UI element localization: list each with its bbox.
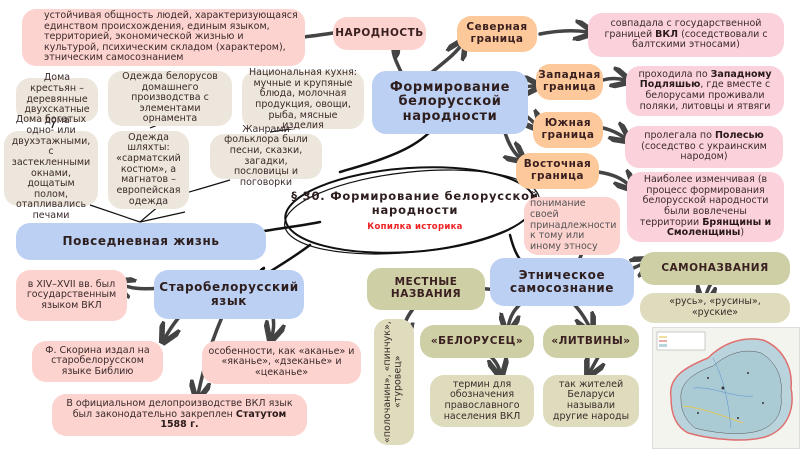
language-fact-text: особенности, как «аканье» и «яканье», «д… [208, 345, 355, 378]
language-statute-text: В официальном делопроизводстве ВКЛ язык … [58, 398, 301, 431]
ethnic-definition-text: понимание своей принадлежности к тому ил… [530, 198, 617, 252]
belorusets-text: термин для обозначения православного нас… [430, 375, 534, 427]
ethnic-node[interactable]: Этническое самосознание [490, 258, 634, 306]
text-part: совпадала с государственной границей [604, 18, 762, 40]
center-title: § 30. Формирование белорусской народност… [291, 189, 539, 217]
text-part: В официальном делопроизводстве ВКЛ язык … [66, 398, 293, 420]
language-node[interactable]: Старобелорусский язык [154, 270, 304, 319]
text-bold: ВКЛ [655, 28, 679, 40]
self-names-label-text: САМОНАЗВАНИЯ [661, 261, 769, 274]
text-part: Наиболее изменчивая (в процесс формирова… [639, 174, 769, 228]
text-part: проходила по [638, 68, 711, 80]
border-east-label-text: Восточная граница [523, 158, 592, 182]
self-names-label[interactable]: САМОНАЗВАНИЯ [640, 252, 790, 285]
narodnost-definition: устойчивая общность людей, характеризующ… [22, 9, 305, 66]
language-fact-state: в XIV–XVII вв. был государственным языко… [16, 270, 127, 321]
daily-item-text: Одежда белорусов домашнего производства … [122, 70, 218, 125]
border-south-text: пролегала по Полесью (соседство с украин… [625, 126, 783, 168]
local-names-label[interactable]: МЕСТНЫЕ НАЗВАНИЯ [367, 268, 485, 310]
daily-life-node[interactable]: Повседневная жизнь [16, 223, 266, 260]
daily-item-text: Национальная кухня: мучные и крупяные бл… [249, 67, 357, 132]
belarus-map-image [652, 327, 800, 449]
border-north-text: совпадала с государственной границей ВКЛ… [588, 13, 784, 57]
daily-item-cuisine: Национальная кухня: мучные и крупяные бл… [242, 67, 364, 132]
text-bold: Полесью [714, 130, 764, 142]
formation-label: Формирование белорусской народности [389, 79, 511, 124]
self-names: «русь», «русины», «руские» [640, 293, 790, 323]
text-part: пролегала по [644, 130, 715, 142]
local-names-label-text: МЕСТНЫЕ НАЗВАНИЯ [390, 276, 462, 300]
daily-item-belarus-clothing: Одежда белорусов домашнего производства … [108, 71, 232, 126]
border-west-text: проходила по Западному Подляшью, где вме… [626, 66, 784, 116]
border-north-desc: совпадала с государственной границей ВКЛ… [594, 18, 778, 51]
litviny-text: так жителей Беларуси называли другие нар… [543, 375, 639, 427]
narodnost-label-text: НАРОДНОСТЬ [335, 26, 424, 39]
language-fact-text: в XIV–XVII вв. был государственным языко… [26, 278, 117, 311]
text-part: (соседство с украинским народом) [641, 140, 767, 163]
language-fact-skorina: Ф. Скорина издал на старобелорусском язы… [32, 341, 163, 382]
ethnic-definition: понимание своей принадлежности к тому ил… [524, 197, 620, 255]
border-north-label[interactable]: Северная граница [457, 16, 537, 52]
border-east-desc: Наиболее изменчивая (в процесс формирова… [633, 174, 778, 239]
center-subtitle: Копилка историка [367, 222, 463, 232]
local-names: «полочанин», «пинчук», «туровец» [374, 319, 414, 445]
daily-life-label: Повседневная жизнь [62, 233, 220, 248]
daily-item-rich-houses: Дома богатых одно- или двухэтажными, с з… [4, 115, 98, 221]
belorusets-label-text: «БЕЛОРУСЕЦ» [430, 334, 524, 347]
narodnost-definition-text: устойчивая общность людей, характеризующ… [44, 9, 298, 64]
border-south-desc: пролегала по Полесью (соседство с украин… [631, 130, 777, 163]
local-names-text: «полочанин», «пинчук», «туровец» [382, 321, 404, 443]
formation-node[interactable]: Формирование белорусской народности [372, 71, 528, 134]
border-east-text: Наиболее изменчивая (в процесс формирова… [627, 172, 784, 242]
text-bold: Брянщины и Смоленщины [666, 216, 772, 239]
daily-item-folklore: Жанрами фольклора были песни, сказки, за… [210, 124, 322, 188]
border-west-label[interactable]: Западная граница [536, 64, 603, 100]
daily-item-text: Одежда шляхты: «сарматский костюм», а ма… [116, 131, 181, 207]
text-bold: Западному Подляшью [639, 68, 772, 91]
daily-item-text: Жанрами фольклора были песни, сказки, за… [224, 123, 308, 188]
litviny-label[interactable]: «ЛИТВИНЫ» [543, 325, 639, 358]
language-label: Старобелорусский язык [159, 280, 299, 308]
border-south-label[interactable]: Южная граница [533, 112, 603, 148]
litviny-label-text: «ЛИТВИНЫ» [551, 334, 631, 347]
self-names-text: «русь», «русины», «руские» [669, 296, 761, 318]
daily-item-szlachta-clothing: Одежда шляхты: «сарматский костюм», а ма… [108, 131, 189, 209]
language-fact-statute: В официальном делопроизводстве ВКЛ язык … [52, 394, 307, 436]
litviny-desc: так жителей Беларуси называли другие нар… [552, 378, 630, 422]
text-bold: Статутом 1588 г. [160, 408, 287, 431]
language-fact-text: Ф. Скорина издал на старобелорусском язы… [45, 344, 150, 377]
text-part: , где вместе с белорусами проживали поля… [639, 79, 771, 112]
belorusets-label[interactable]: «БЕЛОРУСЕЦ» [420, 325, 534, 358]
map-illustration [656, 331, 793, 441]
daily-item-text: Дома богатых одно- или двухэтажными, с з… [11, 114, 91, 221]
ethnic-label: Этническое самосознание [509, 267, 615, 295]
daily-item-text: Дома крестьян – деревянные двухскатные д… [24, 72, 90, 126]
border-east-label[interactable]: Восточная граница [516, 153, 599, 189]
belorusets-desc: термин для обозначения православного нас… [443, 378, 521, 422]
border-west-desc: проходила по Западному Подляшью, где вме… [632, 68, 778, 113]
border-west-label-text: Западная граница [538, 69, 601, 93]
daily-item-peasant-houses: Дома крестьян – деревянные двухскатные д… [16, 73, 98, 126]
language-fact-features: особенности, как «аканье» и «яканье», «д… [202, 341, 361, 384]
text-part: ) [740, 227, 745, 239]
text-part: (соседствовали с балтскими этносами) [632, 28, 768, 51]
border-south-label-text: Южная граница [541, 117, 595, 141]
border-north-label-text: Северная граница [466, 21, 528, 45]
narodnost-label[interactable]: НАРОДНОСТЬ [333, 17, 426, 50]
